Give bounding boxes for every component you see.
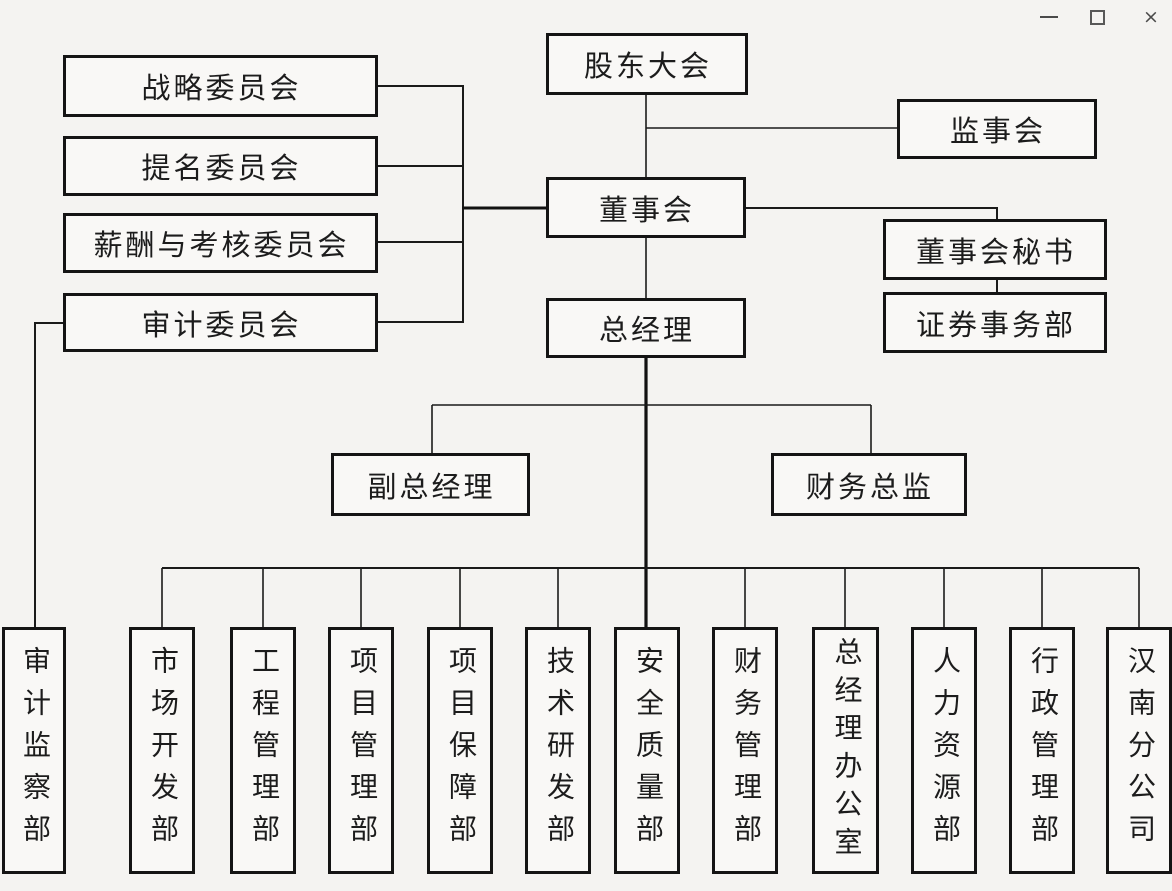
maximize-button[interactable] — [1082, 2, 1112, 32]
node-dept-safety-quality-label: 安全质量部 — [632, 645, 663, 856]
node-dept-project-support: 项目保障部 — [427, 627, 493, 874]
node-finance-director: 财务总监 — [771, 453, 967, 516]
node-dept-finance-management-label: 财务管理部 — [730, 645, 761, 856]
node-board-of-directors: 董事会 — [546, 177, 746, 238]
node-dept-market-development: 市场开发部 — [129, 627, 195, 874]
node-dept-gm-office-label: 总经理办公室 — [830, 636, 862, 865]
minimize-icon — [1040, 16, 1058, 18]
node-dept-gm-office: 总经理办公室 — [812, 627, 879, 874]
node-dept-technology-rnd: 技术研发部 — [525, 627, 591, 874]
node-dept-administration: 行政管理部 — [1009, 627, 1075, 874]
node-compensation-appraisal-committee-label: 薪酬与考核委员会 — [93, 230, 350, 262]
close-icon: × — [1143, 6, 1159, 28]
node-supervisory-board: 监事会 — [897, 99, 1097, 159]
node-dept-safety-quality: 安全质量部 — [614, 627, 680, 874]
node-dept-project-support-label: 项目保障部 — [445, 645, 476, 856]
node-dept-audit-supervision: 审计监察部 — [2, 627, 66, 874]
node-general-manager: 总经理 — [546, 298, 746, 358]
node-strategy-committee: 战略委员会 — [63, 55, 378, 117]
node-securities-affairs-dept-label: 证券事务部 — [915, 309, 1076, 342]
node-board-secretary: 董事会秘书 — [883, 219, 1107, 280]
close-button[interactable]: × — [1136, 2, 1166, 32]
node-audit-committee: 审计委员会 — [63, 293, 378, 352]
node-dept-finance-management: 财务管理部 — [712, 627, 778, 874]
node-branch-hannan: 汉南分公司 — [1106, 627, 1172, 874]
maximize-icon — [1089, 9, 1105, 25]
minimize-button[interactable] — [1034, 2, 1064, 32]
node-shareholders-meeting-label: 股东大会 — [583, 51, 712, 83]
node-branch-hannan-label: 汉南分公司 — [1124, 645, 1155, 856]
node-deputy-general-manager: 副总经理 — [331, 453, 530, 516]
node-dept-project-management-label: 项目管理部 — [346, 645, 377, 856]
node-dept-human-resources: 人力资源部 — [911, 627, 977, 874]
node-compensation-appraisal-committee: 薪酬与考核委员会 — [63, 213, 378, 273]
node-securities-affairs-dept: 证券事务部 — [883, 292, 1107, 353]
node-deputy-general-manager-label: 副总经理 — [367, 471, 496, 504]
node-dept-human-resources-label: 人力资源部 — [929, 645, 960, 856]
node-nomination-committee: 提名委员会 — [63, 136, 378, 196]
node-dept-audit-supervision-label: 审计监察部 — [19, 645, 50, 856]
node-dept-technology-rnd-label: 技术研发部 — [543, 645, 574, 856]
node-board-secretary-label: 董事会秘书 — [915, 236, 1076, 269]
node-dept-administration-label: 行政管理部 — [1027, 645, 1058, 856]
node-shareholders-meeting: 股东大会 — [546, 33, 748, 95]
node-dept-market-development-label: 市场开发部 — [147, 645, 178, 856]
node-dept-engineering-management: 工程管理部 — [230, 627, 296, 874]
node-nomination-committee-label: 提名委员会 — [141, 153, 302, 185]
node-audit-committee-label: 审计委员会 — [141, 309, 302, 342]
node-finance-director-label: 财务总监 — [805, 471, 934, 504]
node-supervisory-board-label: 监事会 — [949, 116, 1046, 148]
node-general-manager-label: 总经理 — [598, 315, 695, 347]
node-dept-project-management: 项目管理部 — [328, 627, 394, 874]
window-titlebar: × — [0, 0, 1172, 34]
node-board-of-directors-label: 董事会 — [598, 194, 695, 227]
node-dept-engineering-management-label: 工程管理部 — [248, 645, 279, 856]
node-strategy-committee-label: 战略委员会 — [141, 73, 302, 105]
